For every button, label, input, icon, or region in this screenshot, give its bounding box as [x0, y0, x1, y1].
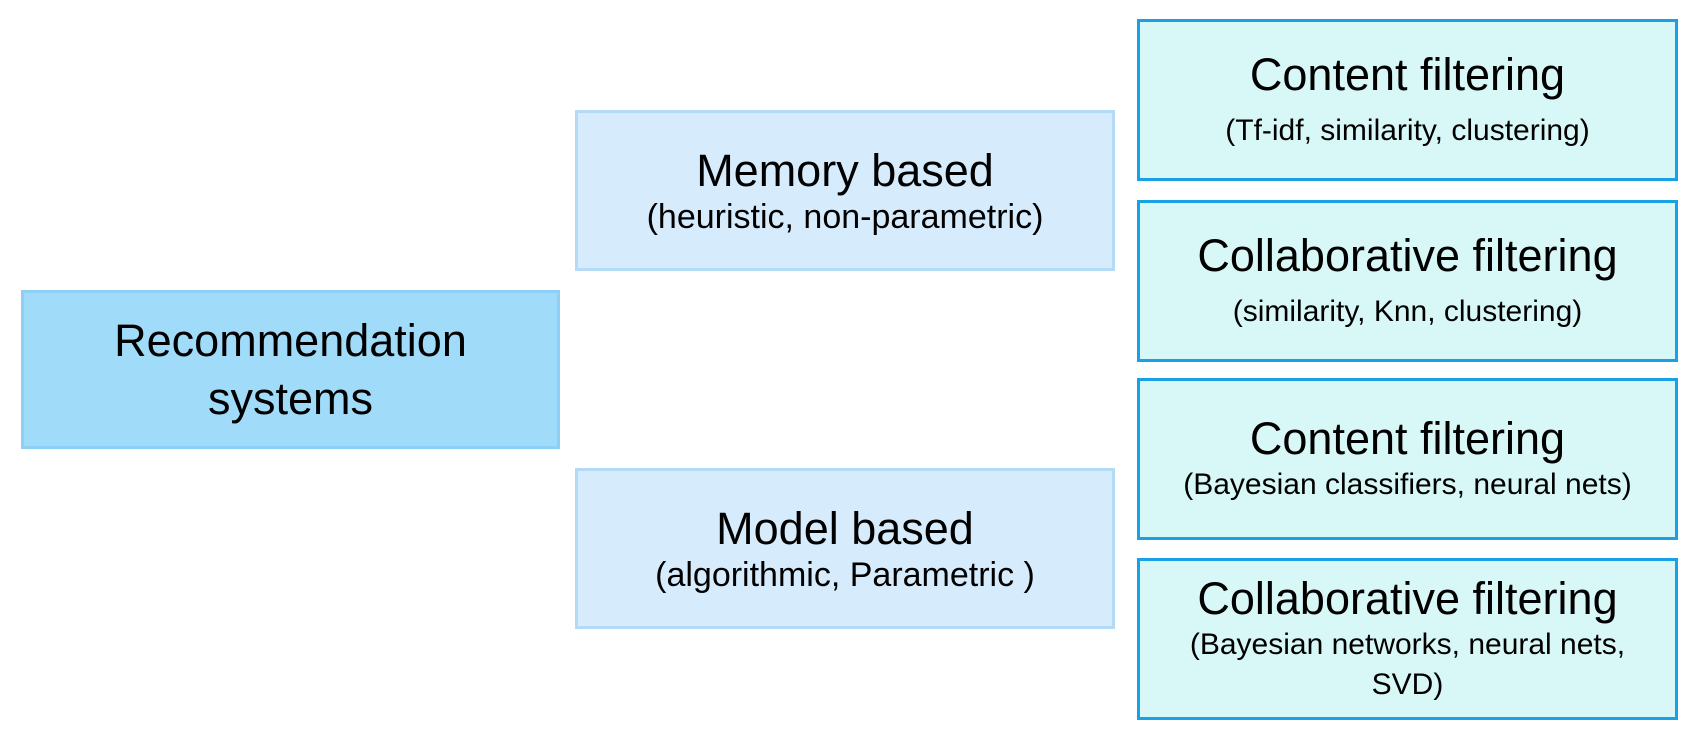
leaf-node-title: Content filtering — [1249, 413, 1566, 464]
leaf-node-model-content-filtering: Content filtering (Bayesian classifiers,… — [1137, 378, 1678, 540]
leaf-node-title: Collaborative filtering — [1197, 573, 1618, 624]
leaf-node-title: Collaborative filtering — [1197, 230, 1618, 281]
root-node-recommendation-systems: Recommendation systems — [21, 290, 560, 449]
branch-node-title: Memory based — [696, 144, 994, 196]
branch-node-subtitle: (heuristic, non-parametric) — [646, 197, 1044, 236]
leaf-node-model-collaborative-filtering: Collaborative filtering (Bayesian networ… — [1137, 558, 1678, 720]
branch-node-model-based: Model based (algorithmic, Parametric ) — [575, 468, 1115, 629]
leaf-node-memory-content-filtering: Content filtering (Tf-idf, similarity, c… — [1137, 19, 1678, 181]
leaf-node-subtitle: (similarity, Knn, clustering) — [1232, 295, 1583, 328]
root-node-label: Recommendation systems — [114, 314, 467, 424]
branch-node-memory-based: Memory based (heuristic, non-parametric) — [575, 110, 1115, 271]
leaf-node-subtitle: (Bayesian networks, neural nets, SVD) — [1189, 628, 1626, 701]
leaf-node-subtitle: (Tf-idf, similarity, clustering) — [1225, 114, 1590, 147]
leaf-node-memory-collaborative-filtering: Collaborative filtering (similarity, Knn… — [1137, 200, 1678, 362]
leaf-node-subtitle: (Bayesian classifiers, neural nets) — [1183, 468, 1632, 501]
leaf-node-title: Content filtering — [1249, 49, 1566, 100]
branch-node-title: Model based — [716, 502, 974, 554]
branch-node-subtitle: (algorithmic, Parametric ) — [655, 555, 1035, 594]
